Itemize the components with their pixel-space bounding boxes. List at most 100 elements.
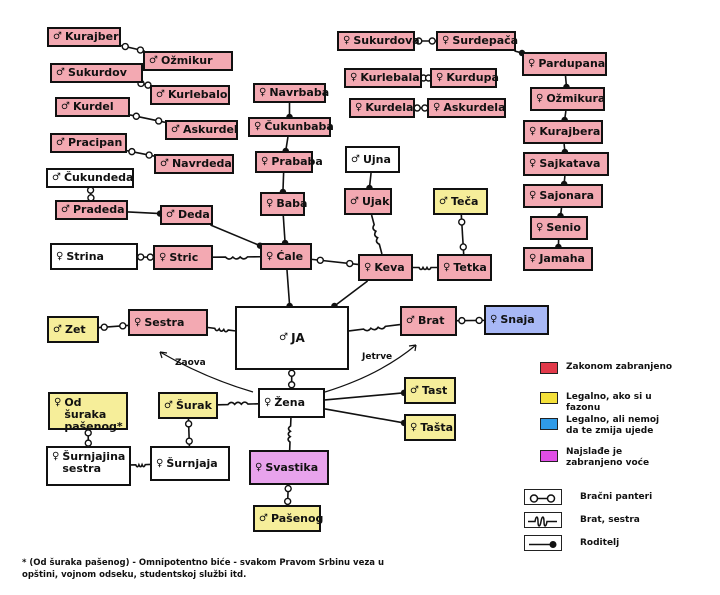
node-label: Navrbaba [269,86,330,99]
female-symbol-icon: ♀ [254,121,262,132]
male-symbol-icon: ♂ [52,172,61,183]
node-label: Žena [274,396,306,409]
zaova-arrow [159,351,254,393]
female-symbol-icon: ♀ [490,314,498,325]
link-baba-cale [282,215,286,244]
female-symbol-icon: ♀ [410,421,418,433]
node-label: Kurajber [64,30,119,43]
link-zena-svastika [287,417,292,451]
node-label: Kurlebala [360,71,420,84]
link-surnjajina_sestra-surnjaja [130,462,151,468]
node-label: Ožmikura [546,92,606,105]
link-pradeda-deda [127,211,161,215]
female-symbol-icon: ♀ [159,251,167,263]
node-sukurdov: ♂Sukurdov [50,63,143,83]
node-label: Ožmikur [160,54,213,67]
female-symbol-icon: ♀ [529,158,537,169]
link-zena-tast [324,392,405,401]
female-symbol-icon: ♀ [355,102,363,113]
node-label: Askurdela [443,101,506,114]
legend-swatch-red [540,362,558,374]
node-zena: ♀Žena [258,388,325,418]
node-prababa: ♀Prababa [255,151,323,173]
link-surak-surnjaja-ring-b [185,437,193,445]
link-kurdel-askurdel-ring-b [154,117,163,125]
legend-label-pink: Najslađe je zabranjeno voće [566,447,650,468]
link-surak-surnjaja-ring-a [184,420,193,428]
link-zet-sestra-ring-a [100,323,108,331]
legend-label-sibling: Brat, sestra [580,515,640,525]
node-kurdupa: ♀Kurdupa [430,68,499,88]
male-symbol-icon: ♂ [160,158,169,169]
link-brat-snaja-ring-a [458,316,466,325]
link-zena-tasta [324,408,405,424]
female-symbol-icon: ♀ [264,397,272,408]
node-teca: ♂Teča [433,188,488,215]
legend-swatch-yellow [540,392,558,404]
male-symbol-icon: ♂ [164,399,173,411]
node-label: Sestra [144,315,185,329]
female-symbol-icon: ♀ [54,397,62,408]
link-stric-cale [212,255,261,260]
node-label: Kurdela [365,101,414,114]
female-symbol-icon: ♀ [255,461,263,473]
node-od-suraka: ♀Od šuraka pašenog* [48,392,128,433]
female-symbol-icon: ♀ [529,126,537,137]
link-zet-sestra-ring-b [119,322,127,330]
legend-label-red: Zakonom zabranjeno [566,362,673,372]
node-label: Pracipan [67,136,123,149]
node-senio: ♀Senio [530,216,588,240]
male-symbol-icon: ♂ [53,31,62,42]
node-tast: ♂Tast [404,377,456,404]
node-label: Surdepača [452,34,519,47]
female-symbol-icon: ♀ [529,253,537,264]
node-pasenog: ♂Pašenog [253,505,323,532]
female-symbol-icon: ♀ [529,190,537,201]
node-label: Prababa [271,155,323,168]
link-ja-zena-ring-b [287,381,296,389]
node-kurdela: ♀Kurdela [349,98,415,118]
legend-marriage-box [524,489,562,505]
node-navrbaba: ♀Navrbaba [253,83,330,103]
male-symbol-icon: ♂ [156,89,165,100]
node-label: Stric [169,250,199,264]
node-label: Šurnjaja [166,456,218,470]
node-tasta: ♀Tašta [404,414,456,441]
female-symbol-icon: ♀ [442,35,450,46]
link-kurajber-ozmikur-ring-a [121,42,129,51]
male-symbol-icon: ♂ [406,315,415,326]
node-label: Kurdel [72,100,114,113]
male-symbol-icon: ♂ [350,195,359,207]
node-askurdela: ♀Askurdela [427,98,506,118]
node-svastika: ♀Svastika [249,450,329,485]
node-sestra: ♀Sestra [128,309,208,336]
node-label: Ujak [361,194,390,208]
link-ja-brat [348,323,401,332]
node-label: Šurak [175,398,212,412]
node-label: Navrdeda [171,157,232,170]
node-label: Tetka [453,260,487,274]
male-symbol-icon: ♂ [149,55,158,66]
node-strina: ♀Strina [50,243,138,270]
node-keva: ♀Keva [358,254,413,281]
female-symbol-icon: ♀ [528,58,536,69]
node-label: Sajkatava [539,157,601,170]
female-symbol-icon: ♀ [433,102,441,113]
node-label: Zet [64,322,86,336]
node-label: Baba [276,197,308,210]
node-sajonara: ♀Sajonara [523,184,603,208]
link-cale-ja [286,269,291,307]
node-askurdel: ♂Askurdel [165,120,238,140]
link-kurajber-ozmikur-ring-b [136,46,145,54]
node-ja: ♂JA [235,306,349,370]
node-pardupana: ♀Pardupana [522,52,607,76]
node-label: Ujna [362,152,391,166]
node-ozmikura: ♀Ožmikura [530,87,605,111]
node-label: Kurajbera [539,125,601,138]
node-surdepaca: ♀Surdepača [436,31,519,51]
link-ujak-keva [370,214,383,255]
link-svastika-pasenog-ring-b [283,497,292,506]
node-kurajber: ♂Kurajber [47,27,121,47]
node-kurlebalo: ♂Kurlebalo [150,85,230,105]
